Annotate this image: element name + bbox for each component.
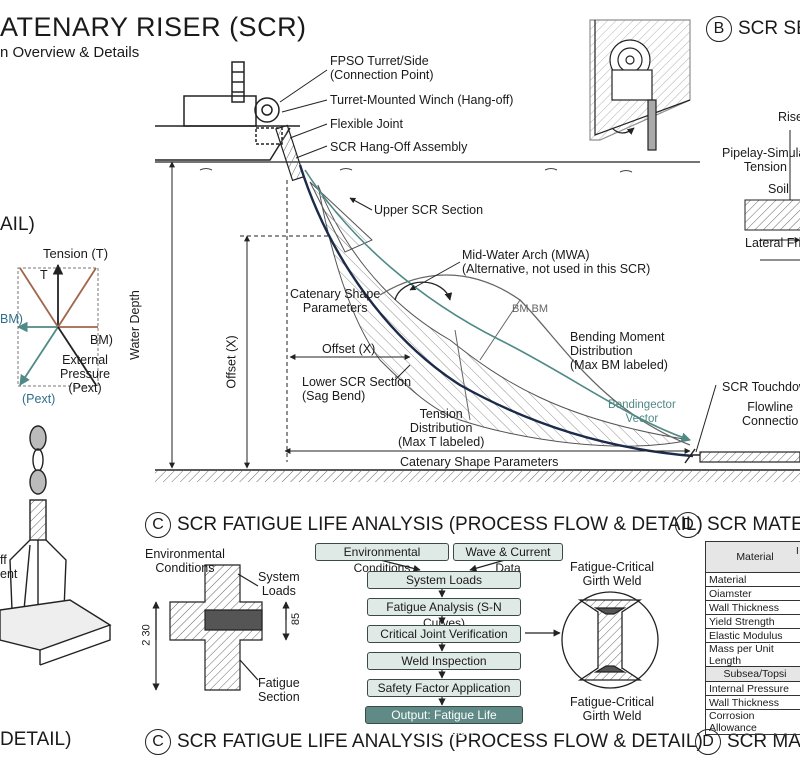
flow-step-critical-joint: Critical Joint Verification xyxy=(367,625,521,643)
section-d-heading: D SCR MATERIA xyxy=(675,512,800,538)
bendingector-label: Bendingector Vector xyxy=(608,399,676,425)
flowline-pipe xyxy=(699,451,800,463)
pext-left-label: (Pext) xyxy=(22,392,56,406)
tension-label: Tension (T) xyxy=(43,246,109,261)
lateral-label: Lateral Fric xyxy=(745,236,800,250)
flow-step-weld-inspection: Weld Inspection xyxy=(367,652,521,670)
flow-step-safety-factor: Safety Factor Application xyxy=(367,679,521,697)
bending-moment-curve xyxy=(379,274,691,446)
anchor-chain-detail xyxy=(0,425,112,666)
dim-right-label: 85 xyxy=(290,612,303,626)
section-b-label: SCR SEA xyxy=(738,18,800,40)
offset-vert-label: Offset (X) xyxy=(224,335,239,389)
section-c-heading: C SCR FATIGUE LIFE ANALYSIS (PROCESS FLOW… xyxy=(145,512,703,538)
touchdown-label: SCR Touchdow xyxy=(722,380,800,394)
catenary-params-label: Catenary Shape Parameters xyxy=(290,287,381,315)
bm-left-label: BM) xyxy=(0,312,23,326)
section-a-detail-heading: AIL) xyxy=(0,214,35,235)
flex-joint-label: Flexible Joint xyxy=(330,117,403,131)
offset-x-label: Offset (X) xyxy=(322,342,376,356)
bm-right-label: BM) xyxy=(90,333,113,347)
bending-moment-label: Bending Moment Distribution (Max BM labe… xyxy=(570,330,668,372)
force-vector-diagram xyxy=(16,263,99,387)
subsea-table: Subsea/Topsi Internal Pressure Wall Thic… xyxy=(705,666,800,735)
table-row: Oiamster xyxy=(705,586,800,601)
section-b-badge: B xyxy=(706,16,732,42)
weld-bottom-label: Fatigue-Critical Girth Weld xyxy=(570,695,655,723)
section-c-heading-bottom: C SCR FATIGUE LIFE ANALYSIS (PROCESS FLOW… xyxy=(145,729,703,755)
tension-dist-label: Tension Distribution (Max T labeled) xyxy=(398,407,485,449)
section-b-heading: B SCR SEA xyxy=(706,16,800,42)
system-loads-label: System Loads xyxy=(258,570,300,598)
table-row: Elastic Modulus xyxy=(705,628,800,643)
catenary-bottom-label: Catenary Shape Parameters xyxy=(400,455,559,469)
flow-step-fatigue-analysis: Fatigue Analysis (S-N Curves) xyxy=(367,598,521,630)
girth-weld-detail xyxy=(561,591,659,689)
lower-section-label: Lower SCR Section (Sag Bend) xyxy=(302,375,412,403)
table-row: Internal Pressure xyxy=(705,681,800,696)
table-row: Mass per Unit Length xyxy=(705,642,800,668)
t-label: T xyxy=(40,268,48,282)
fpso-label: FPSO Turret/Side (Connection Point) xyxy=(330,54,434,82)
flowline-label: Flowline Connectio xyxy=(742,400,799,428)
section-d-title-bottom: SCR MATE xyxy=(727,731,800,753)
winch-label: Turret-Mounted Winch (Hang-off) xyxy=(330,93,514,107)
section-d-title: SCR MATERIA xyxy=(707,514,800,536)
pipelay-label: Pipelay-Simulat Tension xyxy=(722,146,800,174)
flow-step-system-loads: System Loads xyxy=(367,571,521,589)
riser-line xyxy=(298,164,694,458)
external-pressure-label: External Pressure (Pext) xyxy=(60,353,111,395)
material-table-header-2: I xyxy=(796,546,799,557)
section-c-title: SCR FATIGUE LIFE ANALYSIS (PROCESS FLOW … xyxy=(177,514,703,536)
hangoff-assembly xyxy=(275,124,305,182)
table-row: Wall Thickness xyxy=(705,695,800,710)
section-d-badge: D xyxy=(675,512,701,538)
page-title: ATENARY RISER (SCR) xyxy=(0,12,307,42)
winch-detail xyxy=(589,19,691,151)
bm-bm-label: BM BM xyxy=(512,303,549,315)
table-row: Wall Thickness xyxy=(705,600,800,615)
page-subtitle: n Overview & Details xyxy=(0,44,140,61)
subsea-table-header: Subsea/Topsi xyxy=(705,666,800,682)
flow-wave-current: Wave & Current Data xyxy=(453,543,563,575)
weld-top-label: Fatigue-Critical Girth Weld xyxy=(570,560,655,588)
joint-cross-section xyxy=(152,564,290,691)
fatigue-section-label: Fatigue Section xyxy=(258,676,300,704)
env-conditions-label: Environmental Conditions xyxy=(145,547,225,575)
hangoff-label: SCR Hang-Off Assembly xyxy=(330,140,468,154)
water-depth-label: Water Depth xyxy=(127,290,142,360)
dim-left-label: 2 30 xyxy=(140,624,153,646)
section-c-title-bottom: SCR FATIGUE LIFE ANALYSIS (PROCESS FLOW … xyxy=(177,731,703,753)
table-row: Material xyxy=(705,572,800,587)
mwa-label: Mid-Water Arch (MWA) (Alternative, not u… xyxy=(462,248,651,276)
material-table: Material Material Oiamster Wall Thicknes… xyxy=(705,541,800,668)
soil-label: Soil xyxy=(768,182,789,196)
section-c-badge-bottom: C xyxy=(145,729,171,755)
table-row: Yield Strength xyxy=(705,614,800,629)
flow-env-conditions: Environmental Conditions xyxy=(315,543,449,575)
upper-section-label: Upper SCR Section xyxy=(374,203,484,217)
anchor-detail-label: DETAIL) xyxy=(0,729,72,750)
table-row: Corrosion Allowance xyxy=(705,709,800,735)
anchor-side-label: ff ent xyxy=(0,553,18,581)
section-c-badge: C xyxy=(145,512,171,538)
fpso-vessel xyxy=(155,61,300,161)
material-table-header: Material xyxy=(705,541,800,573)
riser-label: Rise xyxy=(778,110,800,124)
flow-output: Output: Fatigue Life Verification xyxy=(365,706,523,738)
